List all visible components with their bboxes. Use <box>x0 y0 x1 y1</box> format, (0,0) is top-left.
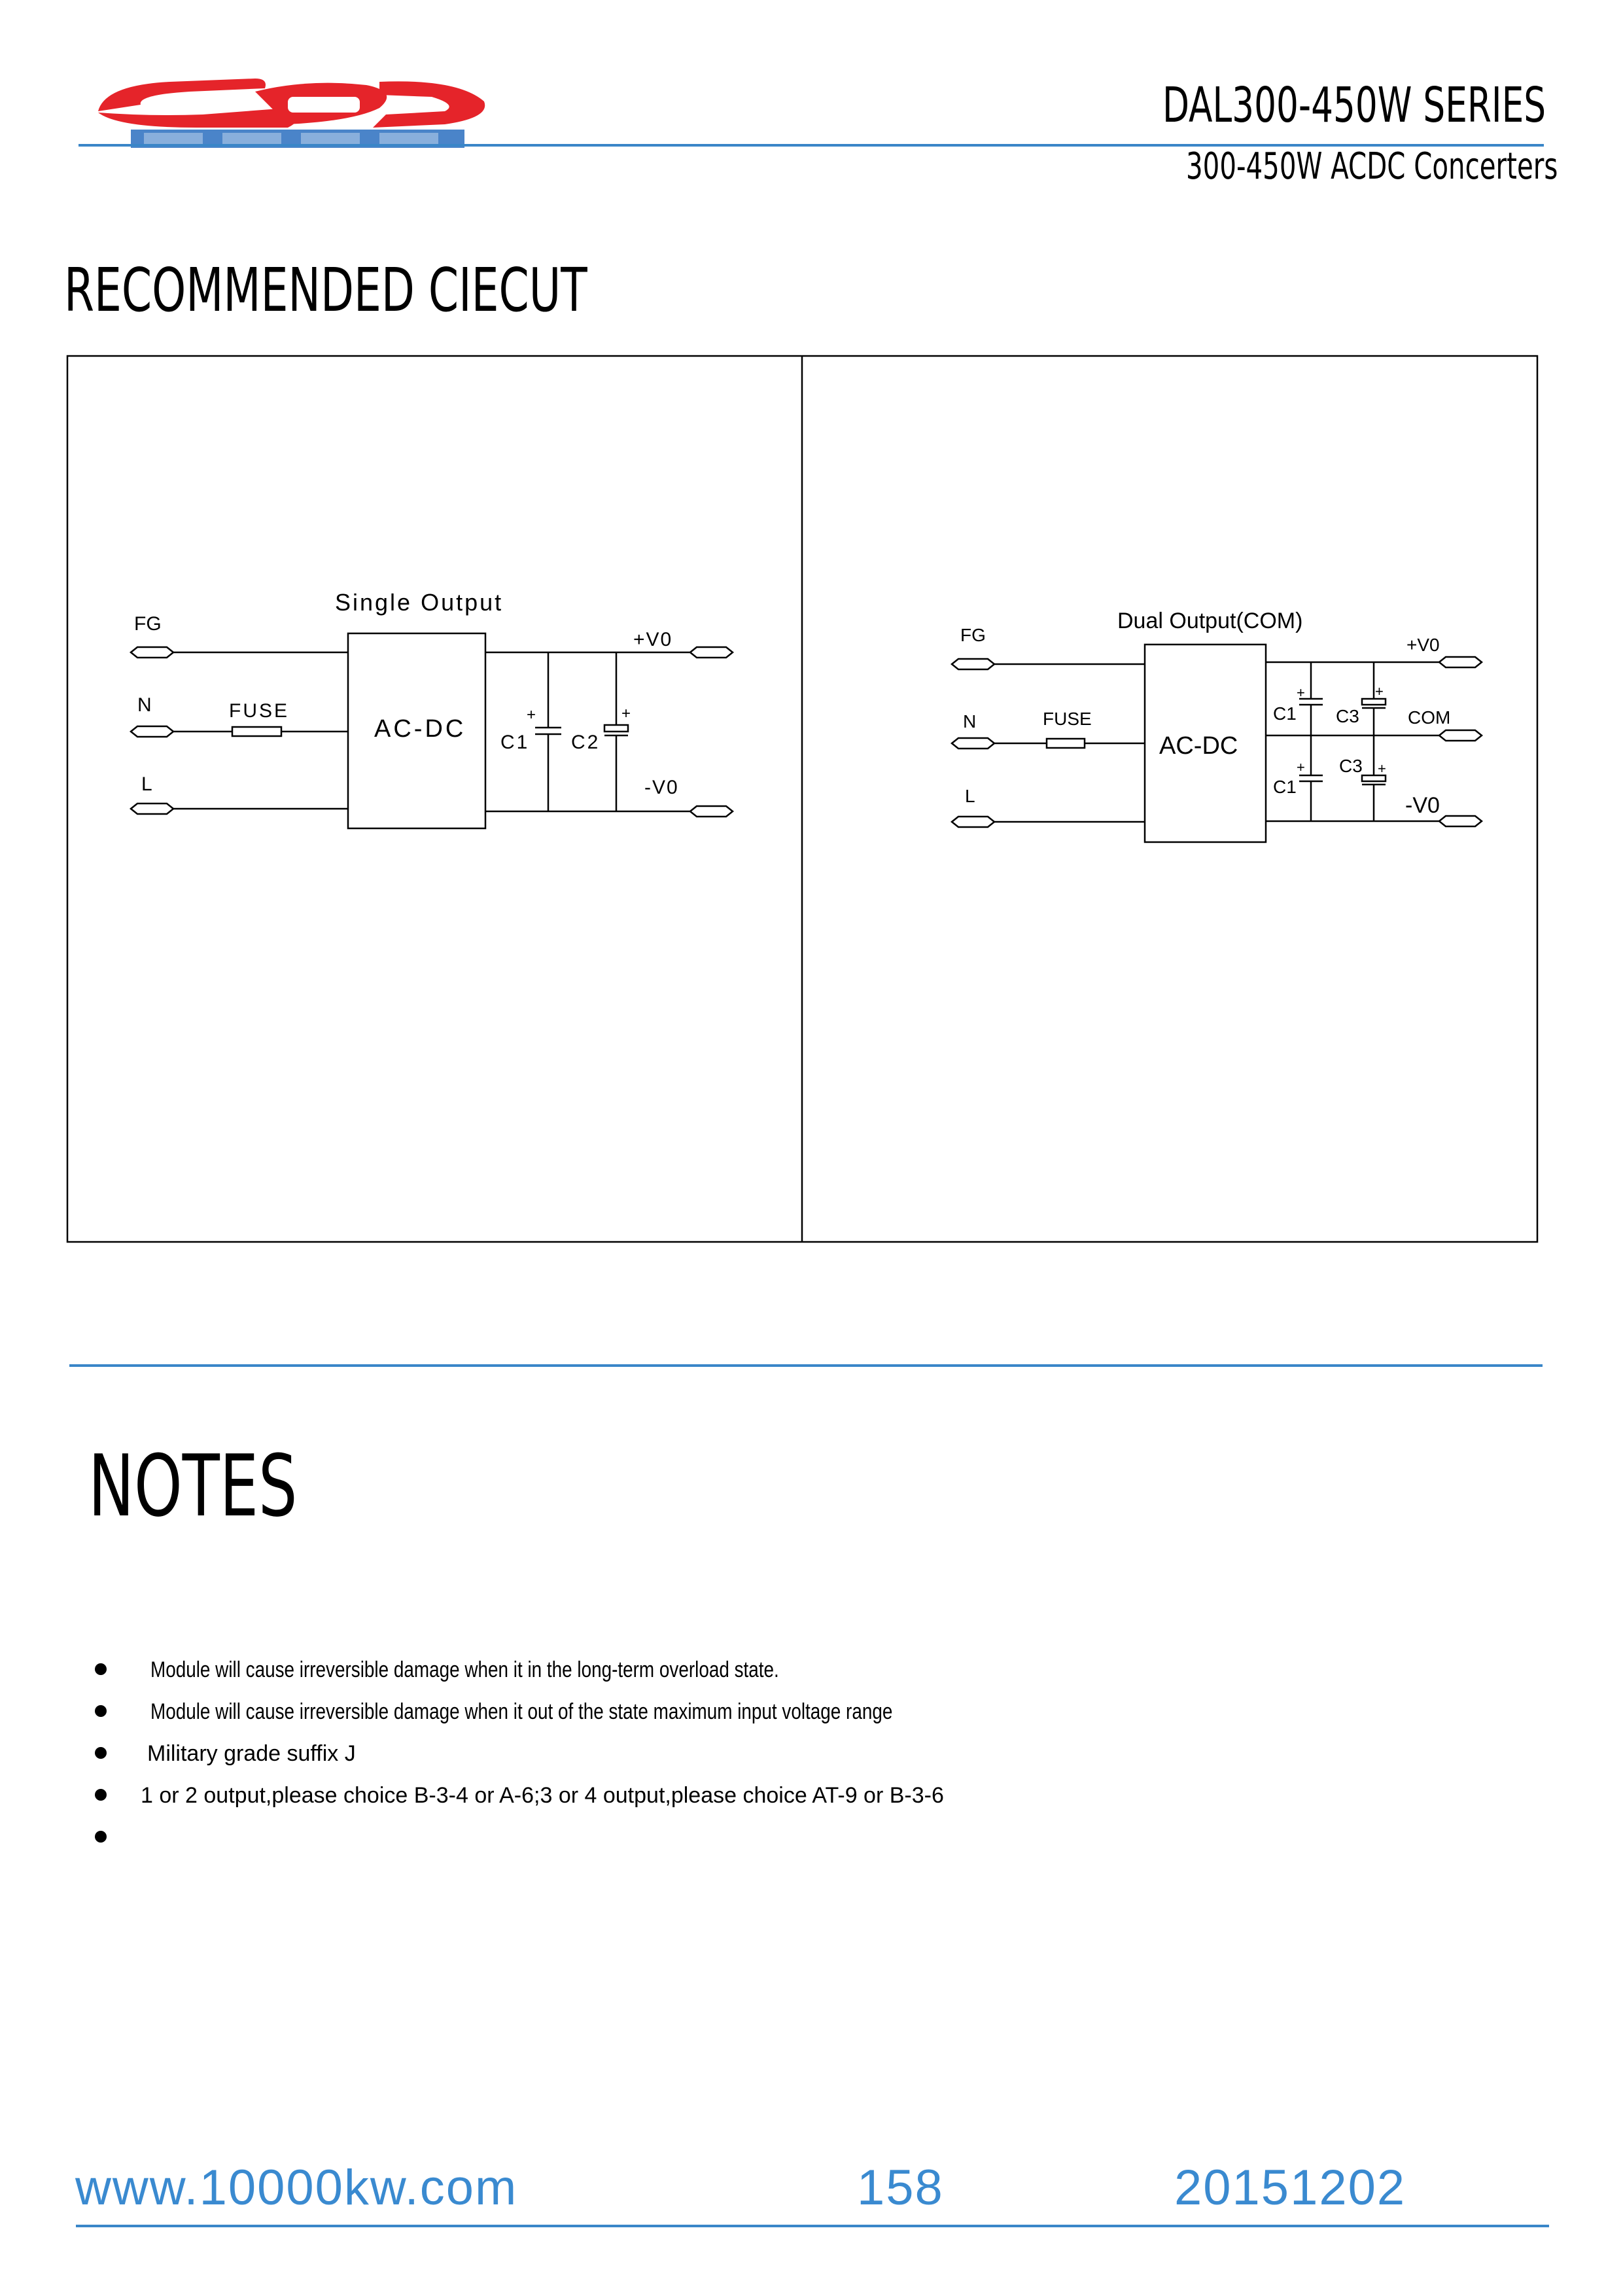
header-divider <box>79 144 1544 147</box>
single-fuse <box>231 726 283 737</box>
single-vneg-label: -V0 <box>644 777 679 798</box>
section-title: RECOMMENDED CIECUT <box>64 255 587 325</box>
single-l-label: L <box>141 773 152 795</box>
dual-com-label: COM <box>1408 707 1450 728</box>
dual-title: Dual Output(COM) <box>1117 609 1302 633</box>
note-text: Module will cause irreversible damage wh… <box>150 1699 893 1724</box>
series-subtitle: 300-450W ACDC Concerters <box>1185 145 1558 188</box>
notes-title: NOTES <box>88 1436 298 1536</box>
footer-website[interactable]: www.10000kw.com <box>75 2160 518 2216</box>
dual-l-label: L <box>965 786 975 806</box>
dual-c3-bottom-label: C3 <box>1339 756 1363 776</box>
single-output-diagram <box>129 632 735 830</box>
bullet-icon <box>95 1831 107 1843</box>
dual-vneg-label: -V0 <box>1405 793 1440 818</box>
dual-fuse <box>1045 737 1086 749</box>
list-item: Module will cause irreversible damage wh… <box>92 1691 1465 1733</box>
list-item: Module will cause irreversible damage wh… <box>92 1649 1465 1691</box>
notes-list: Module will cause irreversible damage wh… <box>92 1649 1465 1858</box>
list-item: 1 or 2 output,please choice B-3-4 or A-6… <box>92 1775 1465 1816</box>
section-divider <box>69 1364 1543 1367</box>
single-c1-label: C1 <box>500 732 529 753</box>
bullet-icon <box>95 1663 107 1675</box>
single-fg-label: FG <box>134 613 162 635</box>
dual-c1-bottom-label: C1 <box>1273 777 1297 797</box>
dual-fg-label: FG <box>960 625 986 645</box>
single-vpos-label: +V0 <box>633 629 672 650</box>
bullet-icon <box>95 1705 107 1717</box>
footer-page-number: 158 <box>857 2160 944 2216</box>
dual-labels: Dual Output(COM) FG N L FUSE AC-DC C1 C3… <box>960 609 1450 818</box>
dual-output-diagram <box>950 643 1484 843</box>
svg-text:+: + <box>1378 760 1386 777</box>
list-item <box>92 1816 1465 1858</box>
single-title: Single Output <box>335 589 503 616</box>
dual-c3-top-label: C3 <box>1336 706 1359 726</box>
svg-text:+: + <box>527 706 536 724</box>
dual-fuse-label: FUSE <box>1043 709 1092 729</box>
single-n-label: N <box>137 694 152 716</box>
dual-vpos-label: +V0 <box>1406 635 1440 655</box>
svg-text:+: + <box>1297 759 1305 775</box>
svg-text:+: + <box>1297 684 1305 701</box>
footer-divider <box>76 2225 1549 2227</box>
single-fuse-label: FUSE <box>229 700 289 722</box>
note-text: Module will cause irreversible damage wh… <box>150 1657 779 1682</box>
svg-text:+: + <box>621 705 631 722</box>
bullet-icon <box>95 1747 107 1759</box>
note-text: 1 or 2 output,please choice B-3-4 or A-6… <box>141 1783 944 1808</box>
dual-module-label: AC-DC <box>1159 732 1238 760</box>
dual-c1-top-label: C1 <box>1273 703 1297 724</box>
list-item: Military grade suffix J <box>92 1733 1465 1775</box>
bullet-icon <box>95 1789 107 1801</box>
note-text: Military grade suffix J <box>147 1741 356 1766</box>
single-module-label: AC-DC <box>374 715 466 743</box>
svg-text:+: + <box>1375 683 1384 699</box>
single-c2-label: C2 <box>571 732 600 753</box>
series-title: DAL300-450W SERIES <box>1162 77 1546 133</box>
dual-n-label: N <box>963 711 976 732</box>
single-labels: Single Output FG N L FUSE AC-DC C1 C2 + … <box>134 589 679 798</box>
footer-date: 20151202 <box>1174 2160 1406 2216</box>
